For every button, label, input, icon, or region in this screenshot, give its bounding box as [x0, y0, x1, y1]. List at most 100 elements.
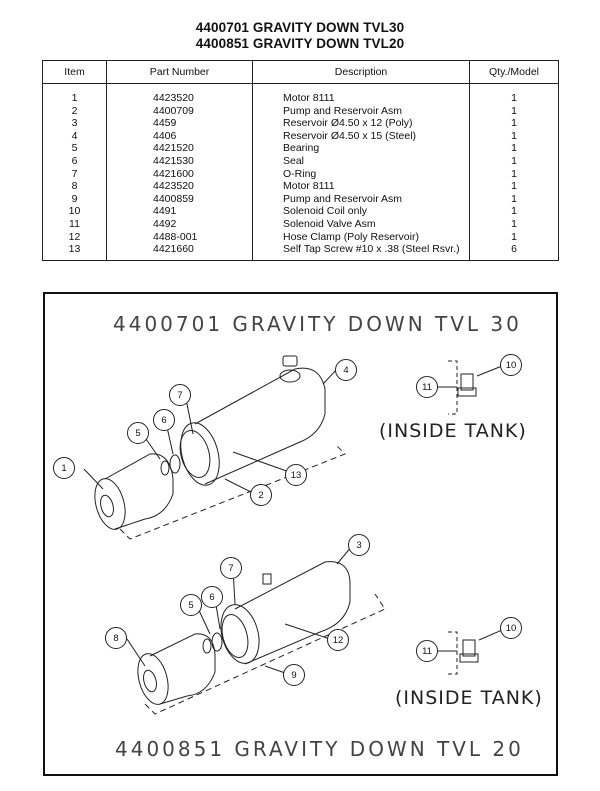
header-item: Item — [43, 61, 107, 84]
callout-5-bottom: 5 — [180, 594, 202, 616]
cell-part-number: 4423520 — [106, 92, 253, 105]
callout-3: 3 — [348, 534, 370, 556]
steel-reservoir-outline — [194, 367, 326, 485]
cell-part-number: 4492 — [106, 217, 253, 231]
cell-description: Motor 8111 — [252, 180, 470, 193]
cell-qty: 1 — [511, 192, 517, 205]
cell-item: 5 — [43, 142, 107, 155]
callout-5-top: 5 — [127, 422, 149, 444]
cell-item: 13 — [43, 243, 107, 260]
callout-10-bottom: 10 — [500, 617, 522, 639]
cell-description: Reservoir Ø4.50 x 15 (Steel) — [252, 129, 470, 143]
cell-description: O-Ring — [252, 167, 470, 181]
cell-part-number: 4421600 — [106, 167, 253, 181]
cell-part-number: 4488-001 — [106, 230, 253, 244]
cell-qty: 1 — [511, 104, 517, 117]
cell-description: Pump and Reservoir Asm — [252, 192, 470, 206]
cell-item: 11 — [43, 217, 107, 231]
header-qty: Qty./Model — [469, 61, 558, 84]
cell-part-number: 4421660 — [106, 243, 253, 260]
cell-qty: 1 — [511, 230, 517, 243]
cell-item: 4 — [43, 129, 107, 143]
callout-11-top: 11 — [416, 376, 438, 398]
cell-description: Hose Clamp (Poly Reservoir) — [252, 230, 470, 244]
inside-tank-label-bottom: (INSIDE TANK) — [395, 687, 543, 709]
cell-qty: 1 — [511, 205, 517, 218]
cell-qty: 1 — [511, 117, 517, 130]
cell-item: 2 — [43, 104, 107, 118]
cell-description: Pump and Reservoir Asm — [252, 104, 470, 118]
cell-description: Motor 8111 — [252, 92, 470, 105]
callout-12: 12 — [327, 629, 349, 651]
cell-item: 12 — [43, 230, 107, 244]
cell-qty: 1 — [511, 167, 517, 180]
cell-description: Seal — [252, 154, 470, 168]
callout-7-top: 7 — [169, 384, 191, 406]
cell-item: 3 — [43, 117, 107, 130]
cell-item: 10 — [43, 205, 107, 218]
parts-table: Item Part Number Description Qty./Model … — [42, 60, 559, 261]
title-tvl30: 4400701 GRAVITY DOWN TVL30 — [195, 20, 405, 35]
cell-description: Reservoir Ø4.50 x 12 (Poly) — [252, 117, 470, 130]
callout-13: 13 — [285, 464, 307, 486]
top-assembly-label: 4400701 GRAVITY DOWN TVL 30 — [113, 312, 522, 336]
cell-part-number: 4459 — [106, 117, 253, 130]
cell-part-number: 4491 — [106, 205, 253, 218]
exploded-view-drawing: 4400701 GRAVITY DOWN TVL 30 4400851 GRAV… — [43, 292, 558, 776]
cell-part-number: 4421530 — [106, 154, 253, 168]
header-part-number: Part Number — [106, 61, 253, 84]
callout-8: 8 — [105, 627, 127, 649]
assembly-illustration — [83, 355, 510, 715]
cell-qty: 1 — [511, 180, 517, 193]
cell-part-number: 4400859 — [106, 192, 253, 206]
table-spacer — [43, 83, 558, 92]
cell-description: Solenoid Coil only — [252, 205, 470, 218]
cell-part-number: 4400709 — [106, 104, 253, 118]
cell-qty: 1 — [511, 217, 517, 230]
cell-qty: 1 — [511, 92, 517, 104]
cell-qty: 6 — [511, 243, 517, 256]
cell-qty: 1 — [511, 129, 517, 142]
callout-6-bottom: 6 — [201, 586, 223, 608]
callout-2: 2 — [250, 484, 272, 506]
inside-tank-label-top: (INSIDE TANK) — [379, 420, 527, 442]
cell-item: 6 — [43, 154, 107, 168]
title-tvl20: 4400851 GRAVITY DOWN TVL20 — [195, 36, 405, 51]
callout-1: 1 — [53, 457, 75, 479]
callout-7-bottom: 7 — [220, 557, 242, 579]
cell-qty: 1 — [511, 142, 517, 155]
cell-description: Bearing — [252, 142, 470, 155]
callout-11-bottom: 11 — [416, 640, 438, 662]
bottom-assembly-label: 4400851 GRAVITY DOWN TVL 20 — [115, 737, 524, 761]
callout-6-top: 6 — [153, 409, 175, 431]
callout-10-top: 10 — [500, 354, 522, 376]
cell-part-number: 4406 — [106, 129, 253, 143]
cell-qty: 1 — [511, 154, 517, 167]
cell-item: 7 — [43, 167, 107, 181]
cell-part-number: 4423520 — [106, 180, 253, 193]
header-description: Description — [252, 61, 470, 84]
cell-item: 8 — [43, 180, 107, 193]
cell-description: Self Tap Screw #10 x .38 (Steel Rsvr.) — [252, 243, 470, 260]
table-header-row: Item Part Number Description Qty./Model — [43, 61, 558, 84]
cell-item: 1 — [43, 92, 107, 105]
page-titles: 4400701 GRAVITY DOWN TVL30 4400851 GRAVI… — [0, 20, 600, 52]
callout-4: 4 — [335, 359, 357, 381]
cell-part-number: 4421520 — [106, 142, 253, 155]
callout-9: 9 — [283, 664, 305, 686]
cell-item: 9 — [43, 192, 107, 206]
